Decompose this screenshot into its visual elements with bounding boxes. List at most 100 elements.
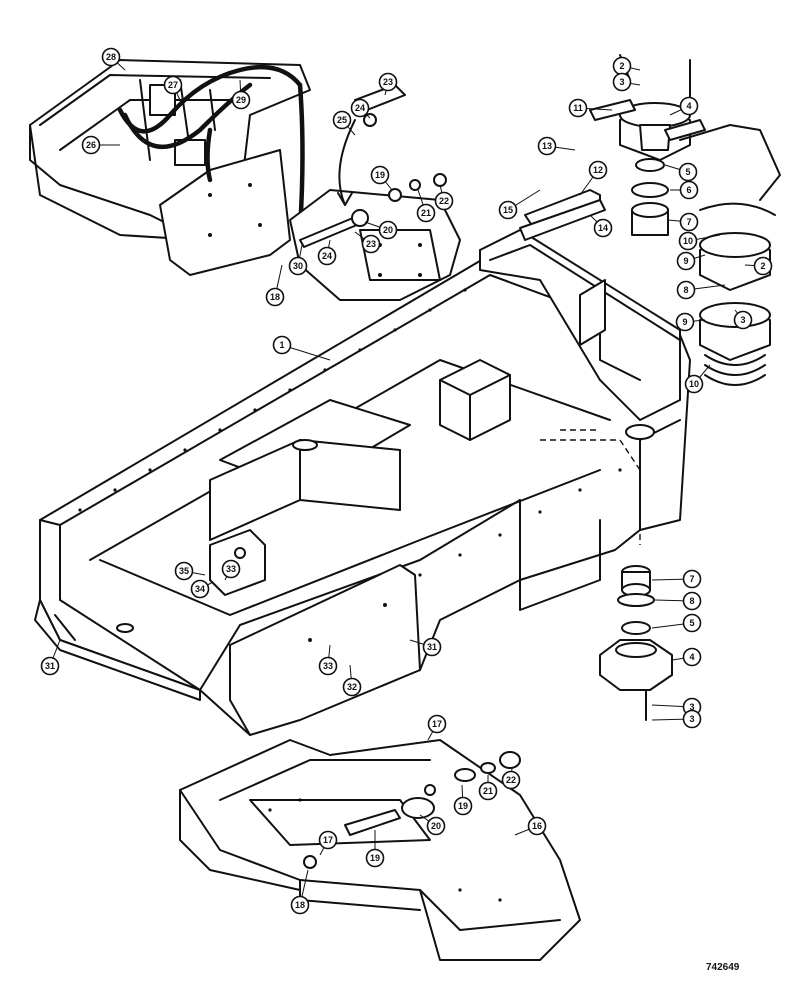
callout-bubble [501, 770, 521, 790]
main-frame [34, 229, 691, 736]
callout-bubble [682, 591, 702, 611]
callout-bubble [568, 98, 588, 118]
callout-label: 8 [689, 596, 694, 606]
callout-label: 1 [279, 340, 284, 350]
callout-bubble [676, 251, 696, 271]
lower-pivot-assembly [599, 565, 673, 721]
callout-10: 10 [684, 364, 711, 394]
callout-label: 21 [421, 208, 431, 218]
callout-5: 5 [664, 162, 698, 182]
callout-bubble [682, 569, 702, 589]
callout-7: 7 [667, 212, 699, 232]
callout-label: 23 [383, 77, 393, 87]
callout-label: 31 [427, 642, 437, 652]
callout-10: 10 [678, 231, 721, 251]
callout-label: 3 [689, 714, 694, 724]
callout-bubble [427, 714, 447, 734]
callout-bubble [370, 165, 390, 185]
callout-label: 23 [366, 239, 376, 249]
callout-label: 20 [383, 225, 393, 235]
callout-12: 12 [579, 160, 608, 196]
callout-bubble [378, 220, 398, 240]
callout-label: 3 [689, 702, 694, 712]
callout-11: 11 [568, 98, 613, 118]
callout-bubble [190, 579, 210, 599]
callout-label: 17 [432, 719, 442, 729]
callout-label: 6 [686, 185, 691, 195]
callout-bubble [453, 796, 473, 816]
callout-bubble [221, 559, 241, 579]
callout-label: 7 [689, 574, 694, 584]
callout-label: 3 [619, 77, 624, 87]
callout-label: 14 [598, 223, 608, 233]
callout-24: 24 [350, 98, 371, 119]
callout-bubble [342, 677, 362, 697]
callout-bubble [682, 613, 702, 633]
callout-16: 16 [514, 816, 547, 836]
callout-20: 20 [419, 814, 446, 836]
callout-18: 18 [265, 264, 285, 307]
callout-31: 31 [40, 639, 61, 676]
callout-bubble [753, 256, 773, 276]
callout-label: 5 [685, 167, 690, 177]
callout-1: 1 [272, 335, 331, 361]
callout-label: 4 [686, 101, 691, 111]
callout-22: 22 [501, 767, 521, 790]
callout-label: 30 [293, 261, 303, 271]
callout-33: 33 [221, 559, 241, 581]
callout-bubble [679, 212, 699, 232]
callout-17: 17 [318, 830, 338, 856]
callout-7: 7 [651, 569, 702, 589]
callout-15: 15 [498, 189, 541, 220]
callout-4: 4 [671, 647, 702, 667]
callout-label: 22 [506, 775, 516, 785]
callout-8: 8 [654, 591, 702, 611]
callout-label: 2 [619, 61, 624, 71]
callout-label: 24 [355, 103, 365, 113]
callout-bubble [365, 848, 385, 868]
callout-bubble [678, 162, 698, 182]
callout-6: 6 [670, 180, 699, 200]
callout-24: 24 [317, 239, 337, 266]
callout-label: 34 [195, 584, 205, 594]
upper-pivot-assembly [519, 54, 781, 386]
callout-bubble [265, 287, 285, 307]
callout-bubble [81, 135, 101, 155]
callout-label: 11 [573, 103, 583, 113]
callout-bubble [434, 191, 454, 211]
callout-label: 18 [295, 900, 305, 910]
callout-8: 8 [676, 280, 726, 300]
callout-label: 9 [683, 256, 688, 266]
callout-18: 18 [290, 869, 310, 915]
figure-number: 742649 [706, 962, 740, 973]
callout-2: 2 [744, 256, 773, 276]
callout-bubble [361, 234, 381, 254]
callout-34: 34 [190, 579, 214, 599]
callout-bubble [40, 656, 60, 676]
callout-label: 3 [740, 315, 745, 325]
callout-label: 33 [226, 564, 236, 574]
callout-31: 31 [409, 637, 442, 657]
callout-bubble [350, 98, 370, 118]
callout-bubble [675, 312, 695, 332]
callout-label: 19 [375, 170, 385, 180]
callout-bubble [422, 637, 442, 657]
callout-bubble [679, 180, 699, 200]
callout-label: 12 [593, 165, 603, 175]
callout-label: 21 [483, 786, 493, 796]
callout-30: 30 [288, 244, 308, 276]
callout-bubble [733, 310, 753, 330]
callout-label: 7 [686, 217, 691, 227]
lower-axle-frame [179, 739, 581, 961]
callout-bubble [682, 647, 702, 667]
callout-bubble [163, 75, 183, 95]
callout-label: 8 [683, 285, 688, 295]
callout-label: 15 [503, 205, 513, 215]
callout-bubble [478, 781, 498, 801]
callout-35: 35 [174, 561, 206, 581]
callout-21: 21 [416, 189, 436, 223]
callout-label: 32 [347, 682, 357, 692]
callout-label: 10 [683, 236, 693, 246]
callout-label: 27 [168, 80, 178, 90]
